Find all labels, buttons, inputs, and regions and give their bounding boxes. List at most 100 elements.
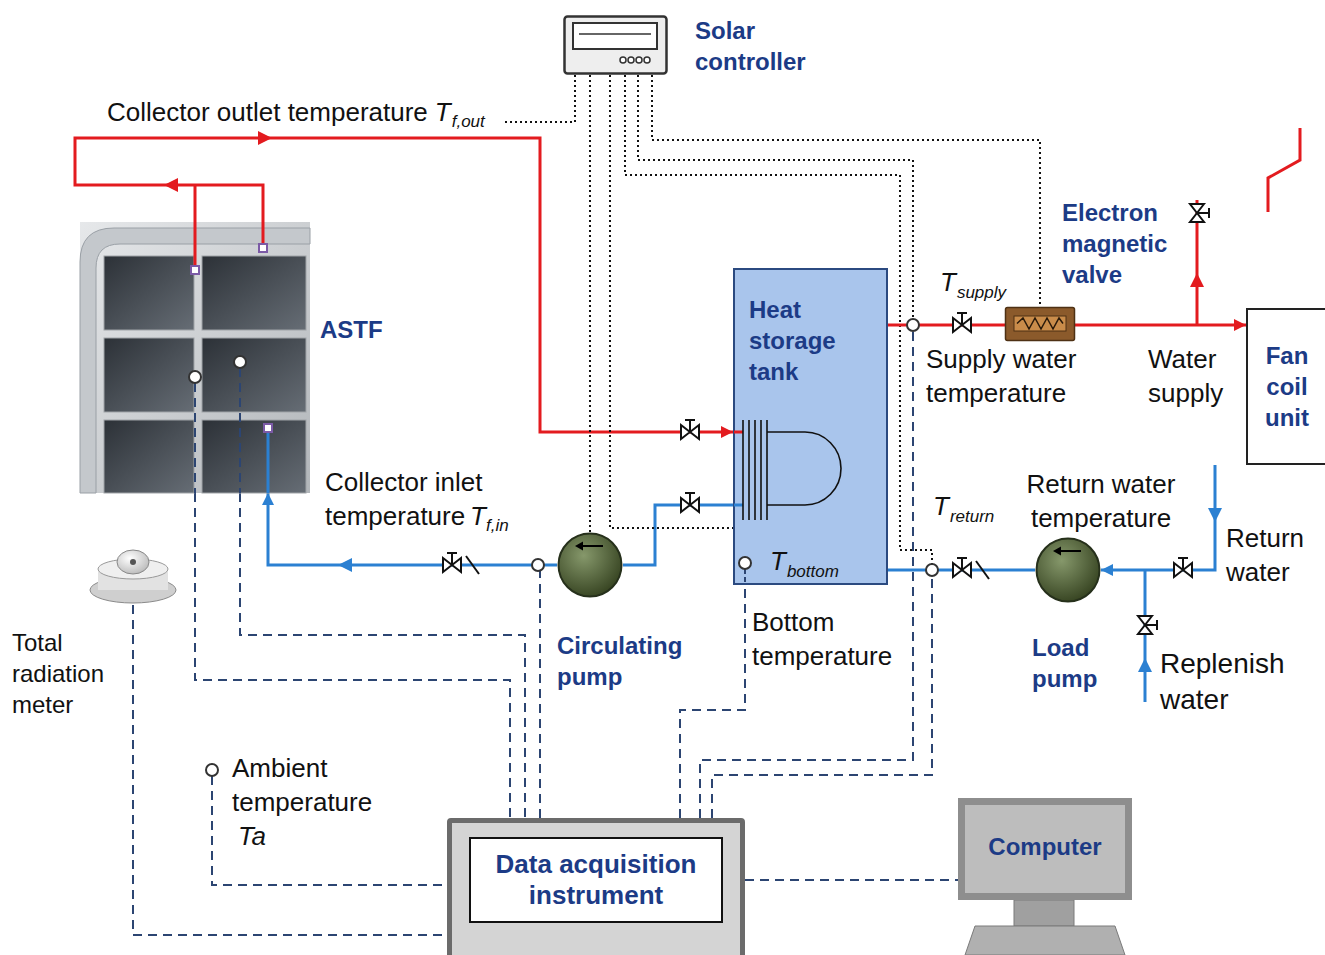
node-label: Electron magnetic valve xyxy=(1062,197,1202,291)
check-valve-symbol xyxy=(443,553,479,574)
storage-tank: Heat storage tank xyxy=(733,268,888,585)
valve-symbol xyxy=(953,313,971,332)
annotation-label: T xyxy=(933,490,949,524)
controller-display xyxy=(573,23,657,49)
pump-arrow-head xyxy=(575,542,583,551)
control-wire xyxy=(505,75,575,122)
valve-stem xyxy=(957,313,967,325)
data-wire xyxy=(133,605,447,935)
meter-dome xyxy=(117,550,149,574)
replenish-pipe xyxy=(1144,570,1147,702)
annotation-label: Ta xyxy=(238,820,266,854)
pump-body xyxy=(1037,539,1100,602)
annotation-label: Water supply xyxy=(1148,343,1243,411)
annotation-label: supply xyxy=(957,282,1006,304)
radiation-meter-shape xyxy=(88,535,178,605)
valve-stem xyxy=(685,493,695,505)
valve-stem xyxy=(685,420,695,432)
collector-panel xyxy=(202,338,306,412)
annotation-label: Collector inlet temperature xyxy=(325,466,495,534)
pump-symbol-shape xyxy=(557,532,623,598)
pump-symbol: Circulating pump xyxy=(557,532,623,598)
pump-symbol-shape xyxy=(1035,537,1101,603)
flow-arrow xyxy=(258,131,272,145)
photo-frame xyxy=(80,228,310,493)
node-label: Solar controller xyxy=(695,15,845,77)
acquisition-box: Data acquisition instrument xyxy=(447,818,745,955)
flow-arrow xyxy=(1138,658,1152,672)
annotation-label: Return water xyxy=(1226,522,1321,590)
annotation-label: Supply water temperature xyxy=(926,343,1086,411)
outlet-pipe-stub xyxy=(195,222,263,270)
flow-arrow xyxy=(1208,508,1222,522)
controller-box-shape xyxy=(563,15,668,75)
check-flap xyxy=(466,556,479,574)
flow-arrow xyxy=(164,178,178,192)
node-label: Computer xyxy=(965,831,1125,862)
annotation-label: T xyxy=(940,266,956,300)
data-wire xyxy=(212,776,447,885)
control-wire xyxy=(625,75,932,564)
annotation-label: return xyxy=(950,506,994,528)
solenoid-valve-shape xyxy=(1005,307,1075,341)
node-label: Data acquisition instrument xyxy=(469,837,723,923)
data-wire xyxy=(240,493,525,818)
cold-water-pipe xyxy=(623,505,733,565)
valve-coil xyxy=(1014,316,1066,331)
collector-facade-shape xyxy=(80,222,310,493)
outlet-riser-pipe xyxy=(194,185,197,222)
valve-stem xyxy=(1197,208,1209,218)
collector-panel xyxy=(104,420,194,493)
temperature-sensor xyxy=(206,764,218,776)
pump-arrow-head xyxy=(1053,547,1061,556)
outlet-faucet-pipe xyxy=(1268,128,1300,212)
pump-symbol: Load pump xyxy=(1035,537,1101,603)
annotation-label: T xyxy=(770,545,786,579)
meter-body xyxy=(98,569,168,590)
annotation-label: Return water temperature xyxy=(1012,468,1190,536)
data-wire-stub xyxy=(195,368,240,493)
computer-stand xyxy=(1014,900,1074,926)
valve-stem xyxy=(1178,558,1188,570)
temperature-sensor xyxy=(234,356,246,368)
data-wire xyxy=(195,493,510,818)
pump-arrow xyxy=(581,545,603,547)
solenoid-valve: Electron magnetic valve xyxy=(1005,307,1075,341)
annotation-label: bottom xyxy=(787,561,839,583)
node-label: Circulating pump xyxy=(557,630,727,692)
computer-base xyxy=(965,926,1125,955)
valve-symbol xyxy=(681,420,699,439)
hot-water-pipe xyxy=(75,138,733,432)
coil-outlet xyxy=(734,504,743,507)
control-wire xyxy=(610,75,733,528)
valve-symbol xyxy=(1190,204,1209,222)
node-label: ASTF xyxy=(320,314,383,345)
data-wire-stub xyxy=(744,569,746,584)
node-label: Fan coil unit xyxy=(1248,340,1325,434)
data-wire xyxy=(700,331,913,818)
pipe-port xyxy=(191,266,199,274)
control-wire xyxy=(652,75,1040,307)
display-line xyxy=(579,33,651,35)
temperature-sensor xyxy=(926,564,938,576)
flow-arrow xyxy=(338,558,352,572)
valve-symbol xyxy=(1174,558,1192,577)
valve-stem xyxy=(447,553,457,565)
collector-panel xyxy=(202,256,306,330)
hot-water-pipe xyxy=(888,324,1005,327)
hot-water-pipe xyxy=(1075,324,1246,327)
collector-facade: ASTF xyxy=(80,222,310,493)
meter-top xyxy=(98,559,168,579)
flow-arrows xyxy=(164,131,1222,672)
controller-button xyxy=(620,57,626,63)
storage-tank-shape xyxy=(733,268,888,585)
temperature-sensor xyxy=(907,319,919,331)
annotation-label: Replenish water xyxy=(1160,646,1320,719)
collector-panel xyxy=(104,338,194,412)
controller-button xyxy=(628,57,634,63)
valve-symbol xyxy=(681,493,699,512)
